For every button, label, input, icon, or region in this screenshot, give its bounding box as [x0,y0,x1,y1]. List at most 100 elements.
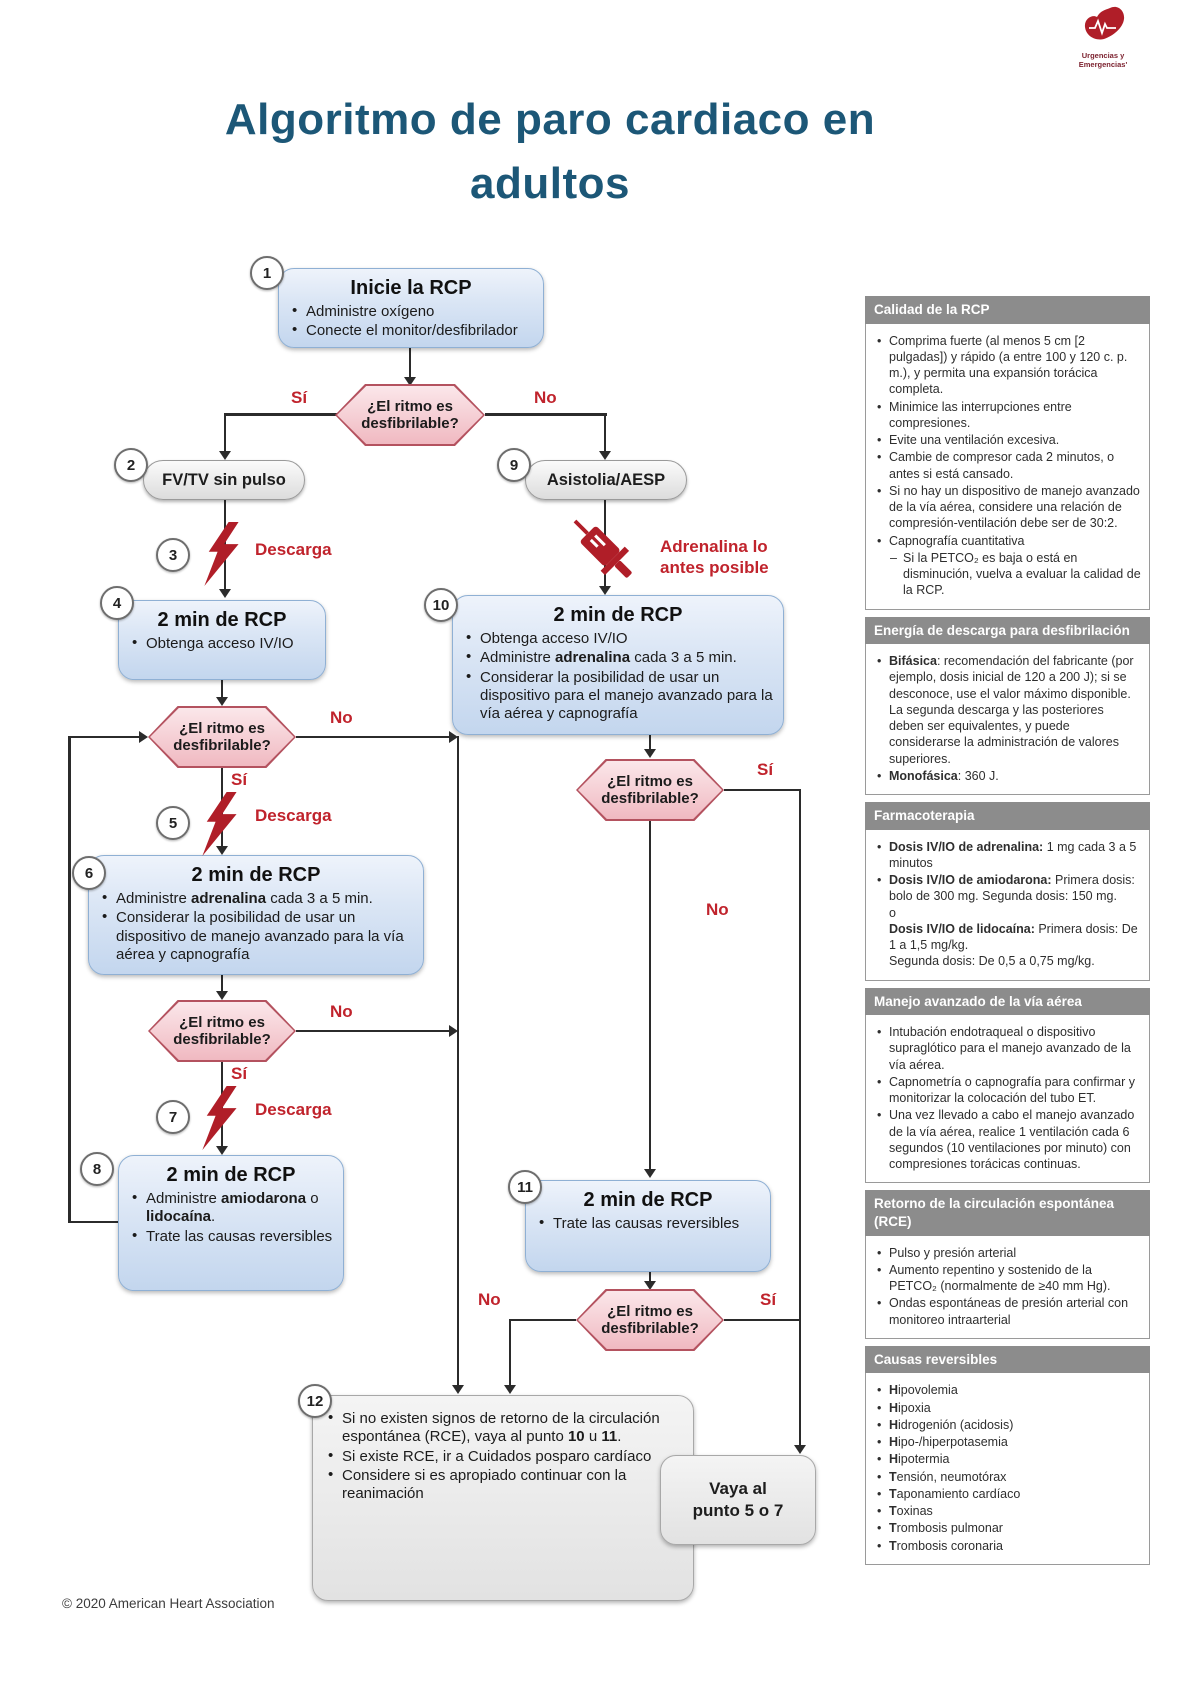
node-bullet: Conecte el monitor/desfibrilador [289,321,533,340]
flow-line [648,1272,652,1284]
list-item: Cambie de compresor cada 2 minutos, o an… [873,449,1141,482]
arrowhead [449,1025,458,1037]
decision-rhythm-4: ¿El ritmo es desfibrilable? [576,759,724,821]
label-no: No [330,1002,353,1021]
flow-line [648,821,652,1171]
decision-label: ¿El ritmo es desfibrilable? [150,708,294,766]
section-header: Calidad de la RCP [865,296,1150,324]
section-header: Farmacoterapia [865,802,1150,830]
step-number-11: 11 [508,1170,542,1204]
list-item: Hipotermia [873,1451,1141,1468]
list-item: Capnometría o capnografía para confirmar… [873,1074,1141,1107]
arrowhead [216,697,228,706]
list-item: Comprima fuerte (al menos 5 cm [2 pulgad… [873,333,1141,398]
decision-label: ¿El ritmo es desfibrilable? [578,761,722,819]
list-item: Hipo-/hiperpotasemia [873,1434,1141,1451]
decision-label: ¿El ritmo es desfibrilable? [337,386,483,444]
list-item: Monofásica: 360 J. [873,768,1141,785]
node-cpr-2min-8: 2 min de RCP Administre amiodarona o lid… [118,1155,344,1291]
list-item: Una vez llevado a cabo el manejo avanzad… [873,1107,1141,1172]
label-no: No [330,708,353,727]
node-bullet: Obtenga acceso IV/IO [129,634,315,653]
label-shock: Descarga [255,540,332,559]
list-item: Dosis IV/IO de adrenalina: 1 mg cada 3 a… [873,839,1141,872]
shock-bolt-icon [197,792,243,861]
node-cpr-2min-11: 2 min de RCP Trate las causas reversible… [525,1180,771,1272]
label-yes: Sí [291,388,308,407]
node-bullet: Trate las causas reversibles [129,1227,333,1246]
section-header: Manejo avanzado de la vía aérea [865,987,1150,1016]
section-header: Causas reversibles [865,1345,1150,1374]
arrowhead [219,589,231,598]
flow-line [648,735,652,751]
label-yes: Sí [757,760,774,779]
sidebar-section-reversible-causes: Causas reversibles Hipovolemia Hipoxia H… [865,1345,1150,1565]
node-bullet: Si no existen signos de retorno de la ci… [325,1409,681,1447]
list-item: Evite una ventilación excesiva. [873,432,1141,449]
node-rosc-check: Si no existen signos de retorno de la ci… [312,1395,694,1601]
arrowhead [216,1146,228,1155]
step-number-8: 8 [80,1152,114,1186]
list-item: Aumento repentino y sostenido de la PETC… [873,1262,1141,1295]
label-no: No [534,388,557,407]
node-cpr-2min-4: 2 min de RCP Obtenga acceso IV/IO [118,600,326,680]
arrowhead [139,731,148,743]
flow-line [223,413,227,453]
flow-line [408,346,412,378]
decision-rhythm-1: ¿El ritmo es desfibrilable? [335,384,485,446]
list-item: Hipoxia [873,1400,1141,1417]
heart-ecg-icon [1084,6,1125,40]
label-line: antes posible [660,558,769,578]
node-title: 2 min de RCP [191,864,321,886]
decision-rhythm-5: ¿El ritmo es desfibrilable? [576,1289,724,1351]
logo-text-line2: Emergencias' [1078,60,1128,70]
label-line: Adrenalina lo [660,537,768,556]
list-item: Dosis IV/IO de amiodarona: Primera dosis… [873,872,1141,970]
list-item: Hidrogenión (acidosis) [873,1417,1141,1434]
node-title: 2 min de RCP [157,609,287,631]
arrowhead [216,991,228,1000]
list-item: Trombosis pulmonar [873,1520,1141,1537]
flow-line [510,1318,576,1322]
arrowhead [216,846,228,855]
decision-label: ¿El ritmo es desfibrilable? [150,1002,294,1060]
flow-line [225,413,337,416]
arrowhead [644,1281,656,1290]
section-header: Energía de descarga para desfibrilación [865,616,1150,645]
list-subitem: Si la PETCO₂ es baja o está en disminuci… [873,550,1141,599]
step-number-9: 9 [497,448,531,482]
flow-line [798,788,802,1447]
arrowhead [599,451,611,460]
flow-line [508,1318,512,1387]
section-body: Pulso y presión arterial Aumento repenti… [865,1235,1150,1339]
decision-rhythm-3: ¿El ritmo es desfibrilable? [148,1000,296,1062]
shock-bolt-icon [197,1086,243,1155]
list-item: Ondas espontáneas de presión arterial co… [873,1295,1141,1328]
arrowhead [504,1385,516,1394]
arrowhead [644,749,656,758]
sidebar-section-rosc: Retorno de la circulación espontánea (RC… [865,1190,1150,1339]
adrenaline-syringe-icon [562,508,644,595]
arrowhead [644,1169,656,1178]
sidebar-section-shock-energy: Energía de descarga para desfibrilación … [865,616,1150,796]
list-item: Trombosis coronaria [873,1538,1141,1555]
node-title: Inicie la RCP [350,277,472,299]
label-no: No [706,900,729,919]
step-number-6: 6 [72,856,106,890]
node-bullet: Obtenga acceso IV/IO [463,629,773,648]
node-bullet: Administre adrenalina cada 3 a 5 min. [463,648,773,667]
arrowhead [794,1445,806,1454]
label-no: No [478,1290,501,1309]
node-title: 2 min de RCP [166,1164,296,1186]
section-header: Retorno de la circulación espontánea (RC… [865,1190,1150,1236]
list-item: Tensión, neumotórax [873,1469,1141,1486]
node-start-cpr: Inicie la RCP Administre oxígeno Conecte… [278,268,544,348]
goto-line: punto 5 o 7 [692,1501,784,1520]
label-yes: Sí [231,770,248,789]
step-number-5: 5 [156,806,190,840]
flow-line [456,735,460,1387]
flow-line [220,975,224,993]
flow-line [68,1220,120,1224]
list-item: Si no hay un dispositivo de manejo avanz… [873,483,1141,532]
